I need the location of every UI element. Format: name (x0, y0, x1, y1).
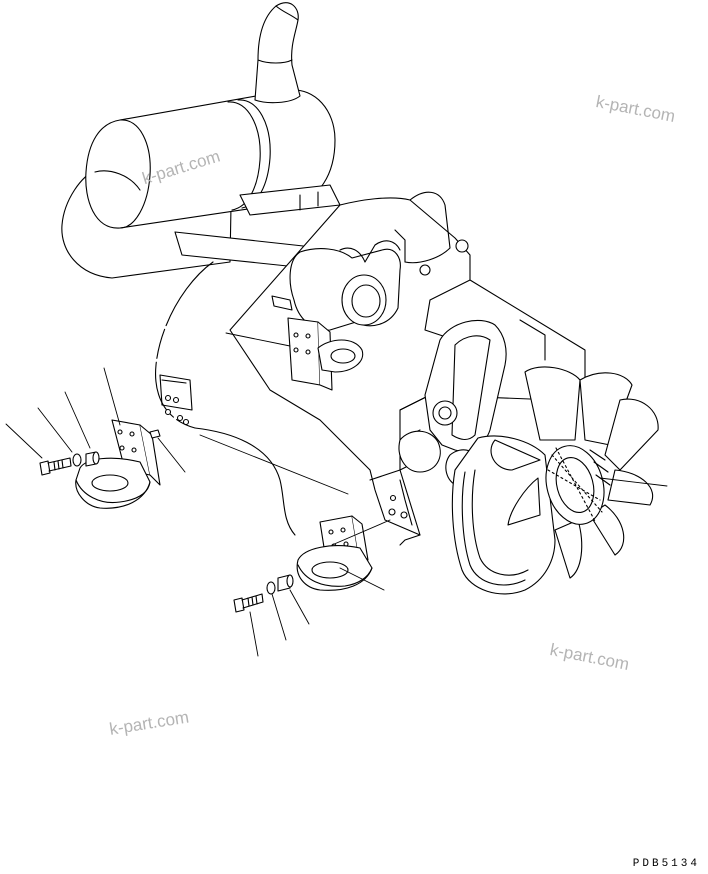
turbocharger (272, 241, 400, 330)
drawing-code: PDB5134 (632, 858, 700, 870)
fasteners (40, 430, 293, 612)
left-mount-bracket (76, 420, 160, 508)
rear-support-bracket (288, 318, 363, 390)
flywheel-housing (156, 262, 295, 535)
cooling-fan (491, 367, 658, 578)
right-mount-bracket (297, 516, 372, 590)
leader-lines (6, 333, 667, 656)
fan-belt (399, 320, 555, 594)
